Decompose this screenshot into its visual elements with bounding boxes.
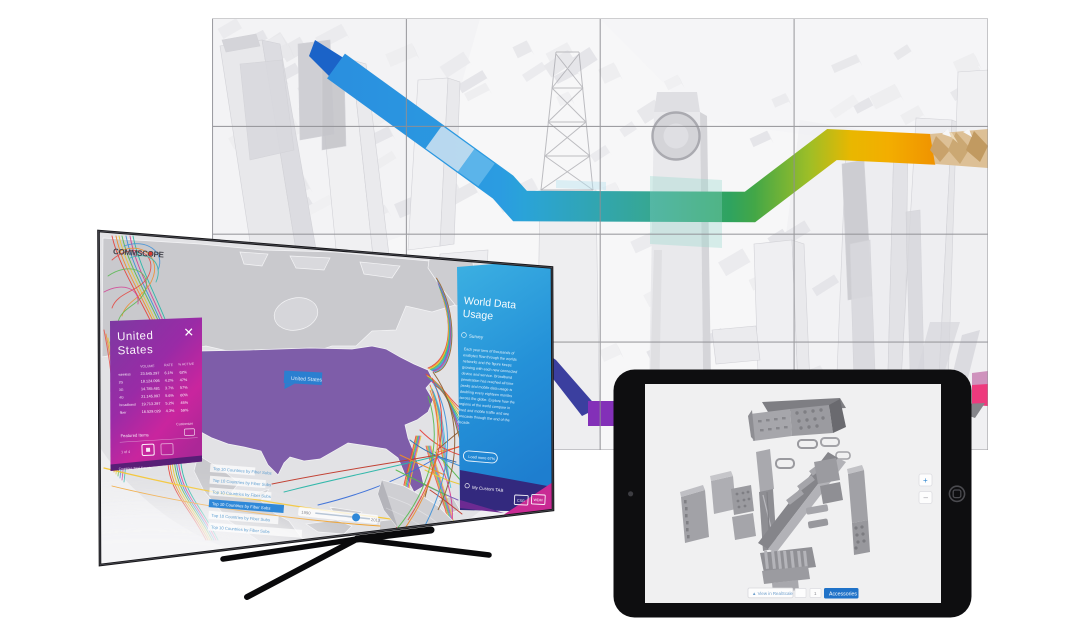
svg-text:broadband: broadband xyxy=(119,403,135,408)
svg-text:growing with each new connecte: growing with each new connected xyxy=(462,365,517,374)
svg-text:4.3%: 4.3% xyxy=(166,409,175,413)
svg-text:exabytes flow through the worl: exabytes flow through the worlds xyxy=(463,353,517,362)
svg-text:peaks and mobile data usage is: peaks and mobile data usage is xyxy=(460,384,512,393)
svg-text:Top 10 Countries by Fiber Subs: Top 10 Countries by Fiber Subs xyxy=(213,478,272,488)
svg-text:Countries Total Experts: Countries Total Experts xyxy=(119,466,152,471)
svg-text:forecasts through the end of t: forecasts through the end of the xyxy=(458,414,510,423)
svg-text:Each year tens of thousands of: Each year tens of thousands of xyxy=(464,347,516,356)
svg-text:57%: 57% xyxy=(180,386,188,390)
svg-text:VOLUME: VOLUME xyxy=(140,364,155,369)
svg-text:device and service. Broadband: device and service. Broadband xyxy=(461,371,512,379)
svg-text:1 of 4: 1 of 4 xyxy=(121,450,130,454)
svg-text:States: States xyxy=(117,344,153,357)
svg-text:5.2%: 5.2% xyxy=(165,401,174,405)
svg-text:21.145.097: 21.145.097 xyxy=(141,394,160,399)
svg-text:47%: 47% xyxy=(180,378,188,382)
svg-text:Top 10 Countries by Fiber Subs: Top 10 Countries by Fiber Subs xyxy=(212,489,271,499)
svg-text:2013: 2013 xyxy=(371,517,381,523)
svg-text:fiber: fiber xyxy=(120,411,128,415)
svg-text:59%: 59% xyxy=(181,408,189,412)
svg-text:Top 10 Countries by Fiber Subs: Top 10 Countries by Fiber Subs xyxy=(211,525,270,535)
svg-text:penetration has reached all ti: penetration has reached all time xyxy=(461,377,514,386)
svg-text:6.1%: 6.1% xyxy=(164,371,173,375)
svg-text:decade.: decade. xyxy=(457,420,470,425)
svg-text:1: 1 xyxy=(814,591,817,596)
svg-text:wireless: wireless xyxy=(118,372,131,376)
svg-text:45%: 45% xyxy=(180,401,188,405)
svg-text:Survey: Survey xyxy=(469,333,484,339)
svg-text:Usage: Usage xyxy=(462,308,493,323)
svg-text:2G: 2G xyxy=(119,380,124,384)
svg-text:COMMSCOPE: COMMSCOPE xyxy=(113,247,165,260)
svg-text:–: – xyxy=(924,493,929,502)
svg-text:5.6%: 5.6% xyxy=(165,394,174,398)
svg-text:16.529.029: 16.529.029 xyxy=(142,409,161,414)
svg-text:% ACTIVE: % ACTIVE xyxy=(178,362,195,367)
svg-text:Load more 67%: Load more 67% xyxy=(468,455,496,461)
svg-text:RATE: RATE xyxy=(164,363,174,367)
svg-text:Top 10 Countries by Fiber Subs: Top 10 Countries by Fiber Subs xyxy=(212,501,271,511)
svg-text:3G: 3G xyxy=(119,388,124,392)
svg-text:14.785.481: 14.785.481 xyxy=(141,387,160,392)
svg-text:regions of the world compare i: regions of the world compare in xyxy=(459,402,511,410)
svg-text:across the globe. Explore how: across the globe. Explore how the xyxy=(459,396,515,405)
svg-text:3.7%: 3.7% xyxy=(165,386,174,390)
svg-text:62%: 62% xyxy=(179,370,187,374)
svg-text:4G: 4G xyxy=(119,395,124,399)
svg-text:4.2%: 4.2% xyxy=(165,378,174,382)
svg-text:Top 10 Countries by Fiber Subs: Top 10 Countries by Fiber Subs xyxy=(213,466,272,476)
svg-text:Top 10 Countries by Fiber Subs: Top 10 Countries by Fiber Subs xyxy=(211,513,270,523)
svg-text:WDM: WDM xyxy=(533,498,542,502)
svg-text:doubling every eighteen months: doubling every eighteen months xyxy=(460,390,513,399)
svg-text:United: United xyxy=(117,330,154,343)
svg-text:19.713.297: 19.713.297 xyxy=(141,402,160,407)
svg-text:My Custom TAB: My Custom TAB xyxy=(472,485,504,493)
svg-text:60%: 60% xyxy=(180,393,188,397)
svg-text:World Data: World Data xyxy=(463,295,516,312)
svg-text:23.545.297: 23.545.297 xyxy=(140,371,159,376)
svg-text:Customize: Customize xyxy=(176,422,193,427)
svg-text:Featured Items: Featured Items xyxy=(120,432,148,438)
svg-text:+: + xyxy=(923,476,928,485)
svg-text:CSG: CSG xyxy=(517,499,525,503)
svg-text:18.124.095: 18.124.095 xyxy=(141,379,160,384)
svg-text:United States: United States xyxy=(291,376,323,384)
svg-text:▲ View in RealScale: ▲ View in RealScale xyxy=(752,591,793,596)
svg-text:1990: 1990 xyxy=(301,510,311,516)
svg-text:Accessories: Accessories xyxy=(829,592,857,598)
svg-text:fixed and mobile traffic and s: fixed and mobile traffic and see xyxy=(458,408,509,416)
svg-text:networks and the figure keeps: networks and the figure keeps xyxy=(462,359,512,367)
